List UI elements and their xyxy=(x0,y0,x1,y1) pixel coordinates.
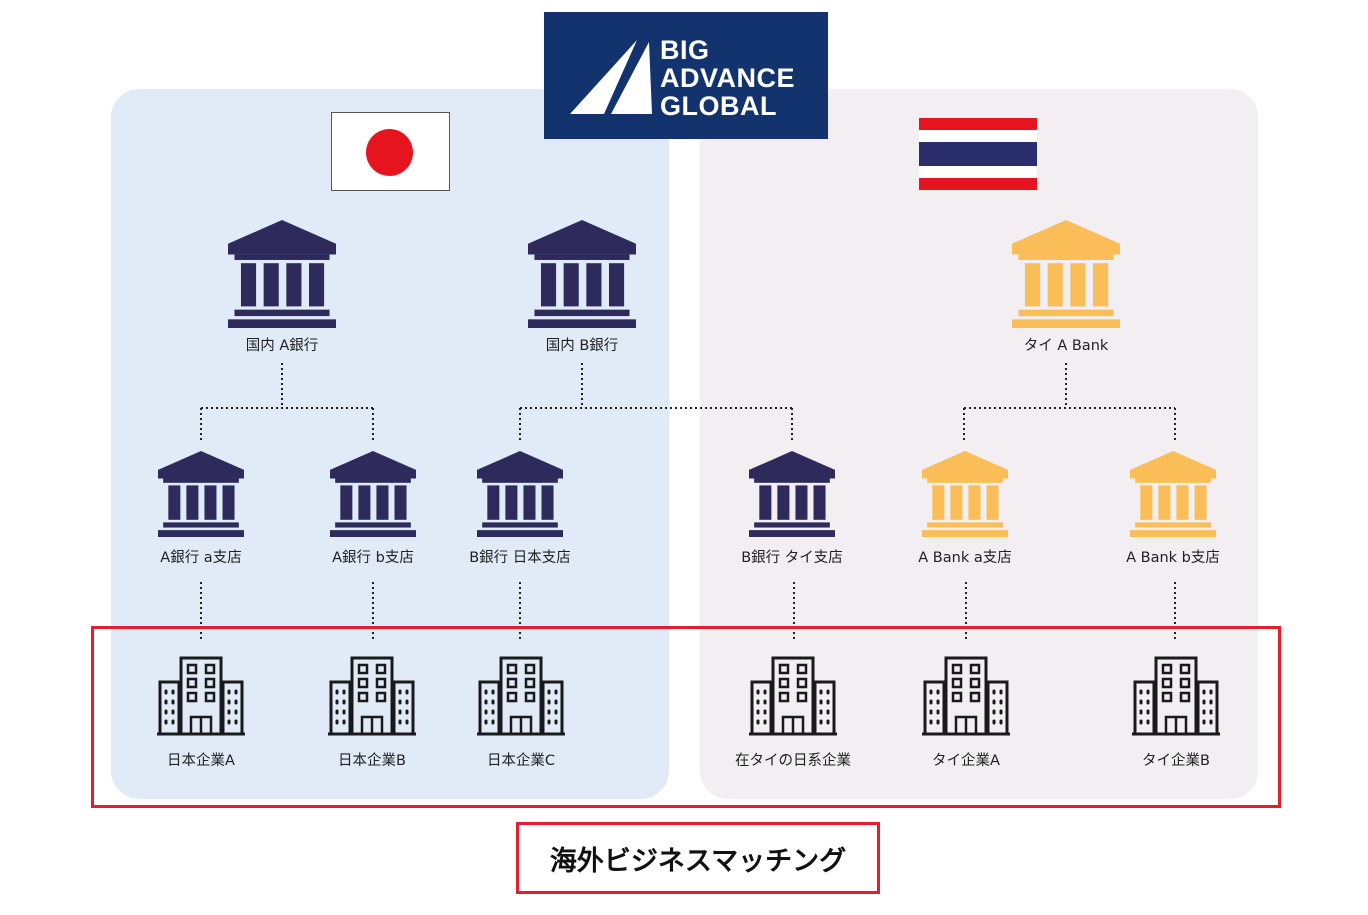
head-bank-label: 国内 B銀行 xyxy=(545,338,619,354)
logo-line-2: ADVANCE xyxy=(660,63,796,93)
japan-panel xyxy=(111,89,669,799)
bank-icon xyxy=(749,451,835,537)
bank-icon xyxy=(228,220,336,328)
japan-flag-icon xyxy=(331,112,450,191)
matching-title: 海外ビジネスマッチング xyxy=(549,845,847,877)
matching-highlight-frame xyxy=(91,626,1281,808)
branch-label: A Bank a支店 xyxy=(918,550,1012,566)
company-label: 在タイの日系企業 xyxy=(735,753,851,769)
company-label: 日本企業B xyxy=(338,753,406,769)
bank-icon xyxy=(477,451,563,537)
bank-icon xyxy=(158,451,244,537)
branch-label: A Bank b支店 xyxy=(1126,550,1220,566)
bank-icon xyxy=(922,451,1008,537)
road-logo-icon xyxy=(570,40,652,114)
logo-line-1: BIG xyxy=(660,35,710,65)
head-bank-label: タイ A Bank xyxy=(1023,338,1109,354)
big-advance-global-logo: BIG ADVANCE GLOBAL xyxy=(544,12,828,139)
branch-label: B銀行 タイ支店 xyxy=(741,550,843,566)
bank-icon xyxy=(1012,220,1120,328)
matching-title-box: 海外ビジネスマッチング xyxy=(516,822,880,894)
thailand-flag-icon xyxy=(919,118,1037,190)
company-label: 日本企業C xyxy=(486,753,556,769)
branch-label: A銀行 b支店 xyxy=(332,550,414,566)
branch-label: A銀行 a支店 xyxy=(160,550,242,566)
bank-icon xyxy=(330,451,416,537)
logo-line-3: GLOBAL xyxy=(660,91,777,121)
bank-icon xyxy=(528,220,636,328)
company-label: タイ企業A xyxy=(932,753,1000,769)
company-label: 日本企業A xyxy=(167,753,235,769)
bank-icon xyxy=(1130,451,1216,537)
branch-label: B銀行 日本支店 xyxy=(469,550,571,566)
head-bank-label: 国内 A銀行 xyxy=(245,338,319,354)
company-label: タイ企業B xyxy=(1142,753,1210,769)
